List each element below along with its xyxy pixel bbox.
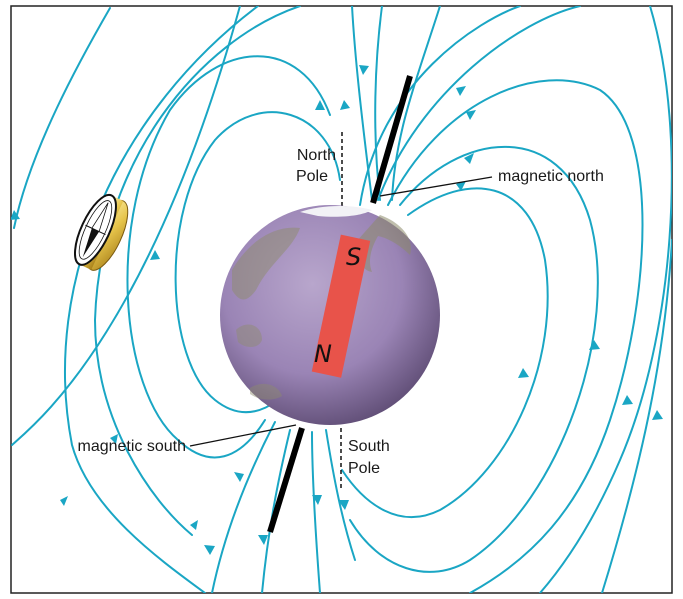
field-arrow [652, 410, 663, 420]
field-arrow [315, 100, 325, 110]
field-arrow [464, 153, 474, 164]
field-arrow [589, 340, 600, 350]
field-line [311, 431, 321, 593]
field-line [349, 145, 599, 573]
field-line [211, 421, 276, 593]
south-pole-label-line2: Pole [348, 460, 380, 477]
field-line [539, 6, 672, 593]
field-arrow [204, 545, 215, 555]
south-pole-label-line1: South [348, 438, 390, 455]
field-arrow [518, 368, 529, 378]
magnetic-north-leader [379, 176, 493, 197]
field-line [359, 6, 521, 206]
compass-icon [74, 193, 129, 271]
bar-magnet-s-label: S [346, 243, 361, 271]
magnetic-south-label: magnetic south [77, 438, 186, 455]
field-line [11, 6, 241, 446]
field-arrow [258, 535, 268, 545]
field-line [387, 79, 644, 593]
magnetic-south-leader [189, 424, 297, 447]
bar-magnet [311, 234, 371, 378]
field-arrow [456, 181, 466, 191]
field-line [374, 6, 383, 201]
field-line [377, 6, 581, 201]
field-arrow [338, 500, 349, 510]
field-arrow [466, 110, 476, 120]
field-arrow [340, 100, 350, 110]
bar-magnet-n-label: N [314, 340, 332, 368]
field-line [351, 6, 373, 201]
field-line [341, 187, 549, 519]
field-lines [11, 6, 672, 593]
field-arrow [312, 495, 322, 505]
magnetic-axis-south [267, 427, 305, 533]
field-arrow [150, 250, 160, 260]
field-line [325, 429, 356, 561]
field-arrow [60, 496, 68, 506]
north-pole-label-line2: Pole [296, 168, 328, 185]
field-line [64, 6, 259, 593]
field-arrow [359, 65, 369, 75]
field-line [391, 6, 441, 201]
field-line [13, 7, 111, 229]
field-arrow [190, 520, 198, 530]
field-line [126, 55, 331, 459]
field-arrow [11, 210, 20, 220]
field-arrow [110, 434, 118, 444]
magnetic-north-label: magnetic north [498, 168, 604, 185]
field-line [93, 6, 301, 536]
field-line [261, 429, 291, 593]
field-line [601, 239, 672, 593]
magnetic-axis-north [370, 75, 413, 204]
field-line [174, 111, 341, 414]
field-arrow [456, 86, 466, 96]
field-arrow [234, 472, 244, 482]
field-arrow [622, 395, 633, 405]
north-pole-label-line1: North [297, 147, 336, 164]
